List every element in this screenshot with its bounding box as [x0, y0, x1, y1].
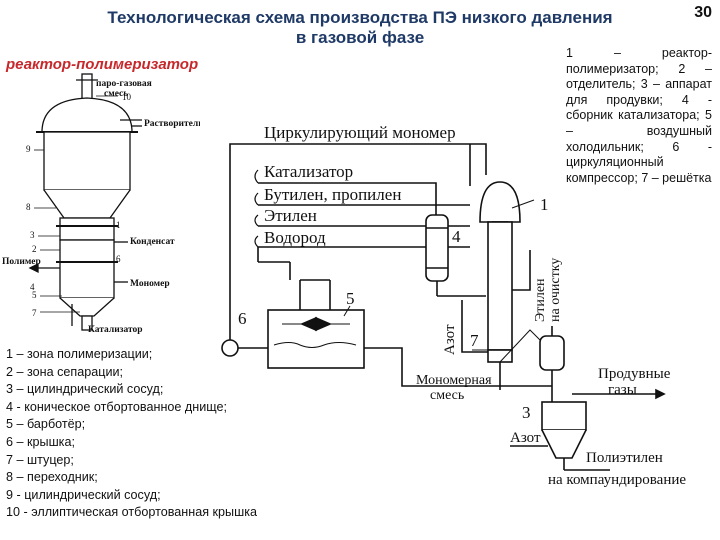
svg-text:3: 3	[522, 403, 531, 422]
svg-text:1: 1	[540, 195, 549, 214]
svg-text:5: 5	[32, 290, 37, 300]
ethylene-label-2: на очистку	[548, 258, 563, 322]
legend-left: 1 – зона полимеризации; 2 – зона сепарац…	[6, 346, 257, 522]
title-line-2: в газовой фазе	[295, 28, 425, 47]
feed-hydrogen: Водород	[264, 228, 326, 247]
legend-item: 6 – крышка;	[6, 434, 75, 449]
legend-item: 9 - цилиндрический сосуд;	[6, 487, 161, 502]
polyethylene-2: на компаундирование	[548, 472, 686, 488]
label-mixture: смесь	[104, 89, 128, 99]
svg-text:7: 7	[470, 331, 479, 350]
legend-item: 10 - эллиптическая отбортованная крышка	[6, 505, 257, 520]
feed-butylene-propylene: Бутилен, пропилен	[264, 185, 401, 204]
purge-apparatus	[541, 401, 587, 431]
legend-item: 8 – переходник;	[6, 470, 98, 485]
polyethylene-1: Полиэтилен	[586, 450, 663, 466]
svg-text:6: 6	[116, 254, 121, 264]
purge-gases-2: газы	[608, 382, 637, 398]
legend-item: 7 – штуцер;	[6, 452, 74, 467]
nitrogen-label-reactor: Азот	[442, 324, 458, 355]
title-line-1: Технологическая схема производства ПЭ ни…	[107, 8, 613, 27]
circulating-monomer-label: Циркулирующий мономер	[264, 123, 456, 142]
svg-text:4: 4	[30, 282, 35, 292]
svg-text:4: 4	[452, 227, 461, 246]
legend-item: 4 - коническое отбортованное днище;	[6, 399, 227, 414]
reactor-column	[487, 221, 513, 351]
legend-item: 1 – зона полимеризации;	[6, 347, 153, 361]
svg-text:2: 2	[32, 244, 37, 254]
svg-text:1: 1	[116, 220, 121, 230]
feed-catalyst: Катализатор	[264, 162, 353, 181]
svg-text:9: 9	[26, 144, 31, 154]
feed-ethylene: Этилен	[264, 206, 317, 225]
label-vapor-gas: паро-газовая	[96, 79, 152, 89]
separator-vessel	[539, 335, 565, 371]
reactor-caption: реактор-полимеризатор	[6, 56, 199, 73]
svg-text:3: 3	[30, 230, 35, 240]
label-condensate: Конденсат	[130, 237, 175, 247]
monomer-mixture-1: Мономерная	[416, 373, 492, 388]
svg-text:7: 7	[32, 308, 37, 318]
label-monomer: Мономер	[130, 279, 170, 289]
svg-text:5: 5	[346, 289, 355, 308]
nitrogen-label-purge: Азот	[510, 430, 541, 446]
page-title: Технологическая схема производства ПЭ ни…	[40, 8, 680, 48]
svg-text:6: 6	[238, 309, 247, 328]
label-polymer: Полимер	[2, 257, 41, 267]
circulating-monomer-line	[229, 143, 487, 340]
catalyst-collector	[425, 214, 449, 282]
monomer-mixture-2: смесь	[430, 388, 464, 403]
legend-right: 1 – реактор-полимеризатор; 2 – отделител…	[566, 46, 712, 185]
svg-text:8: 8	[26, 202, 31, 212]
reactor-upper-shell	[43, 131, 131, 191]
legend-item: 3 – цилиндрический сосуд;	[6, 382, 164, 397]
slide-number: 30	[694, 4, 712, 21]
purge-gases-1: Продувные	[598, 366, 671, 382]
label-solvent: Растворитель	[144, 119, 200, 129]
svg-text:10: 10	[122, 92, 132, 102]
legend-item: 5 – барботёр;	[6, 417, 86, 432]
ethylene-label-1: Этилен	[533, 278, 548, 322]
reactor-cover	[41, 97, 133, 133]
reactor-drawing: паро-газовая смесь Растворитель Конденса…	[2, 73, 200, 335]
label-catalyst: Катализатор	[88, 325, 143, 335]
legend-item: 2 – зона сепарации;	[6, 364, 124, 379]
